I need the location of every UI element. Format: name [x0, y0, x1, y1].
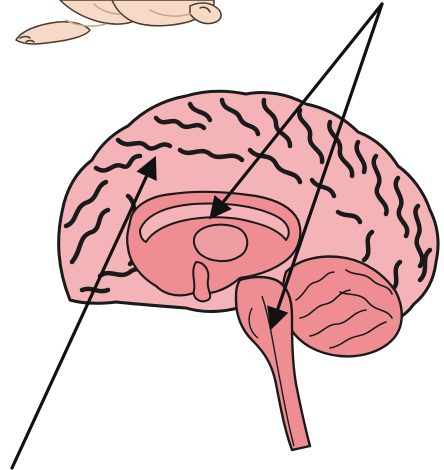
- baby-hand: [190, 3, 221, 24]
- thalamus: [194, 225, 247, 261]
- brain-illustration: [59, 91, 438, 450]
- baby-illustration: [16, 0, 221, 44]
